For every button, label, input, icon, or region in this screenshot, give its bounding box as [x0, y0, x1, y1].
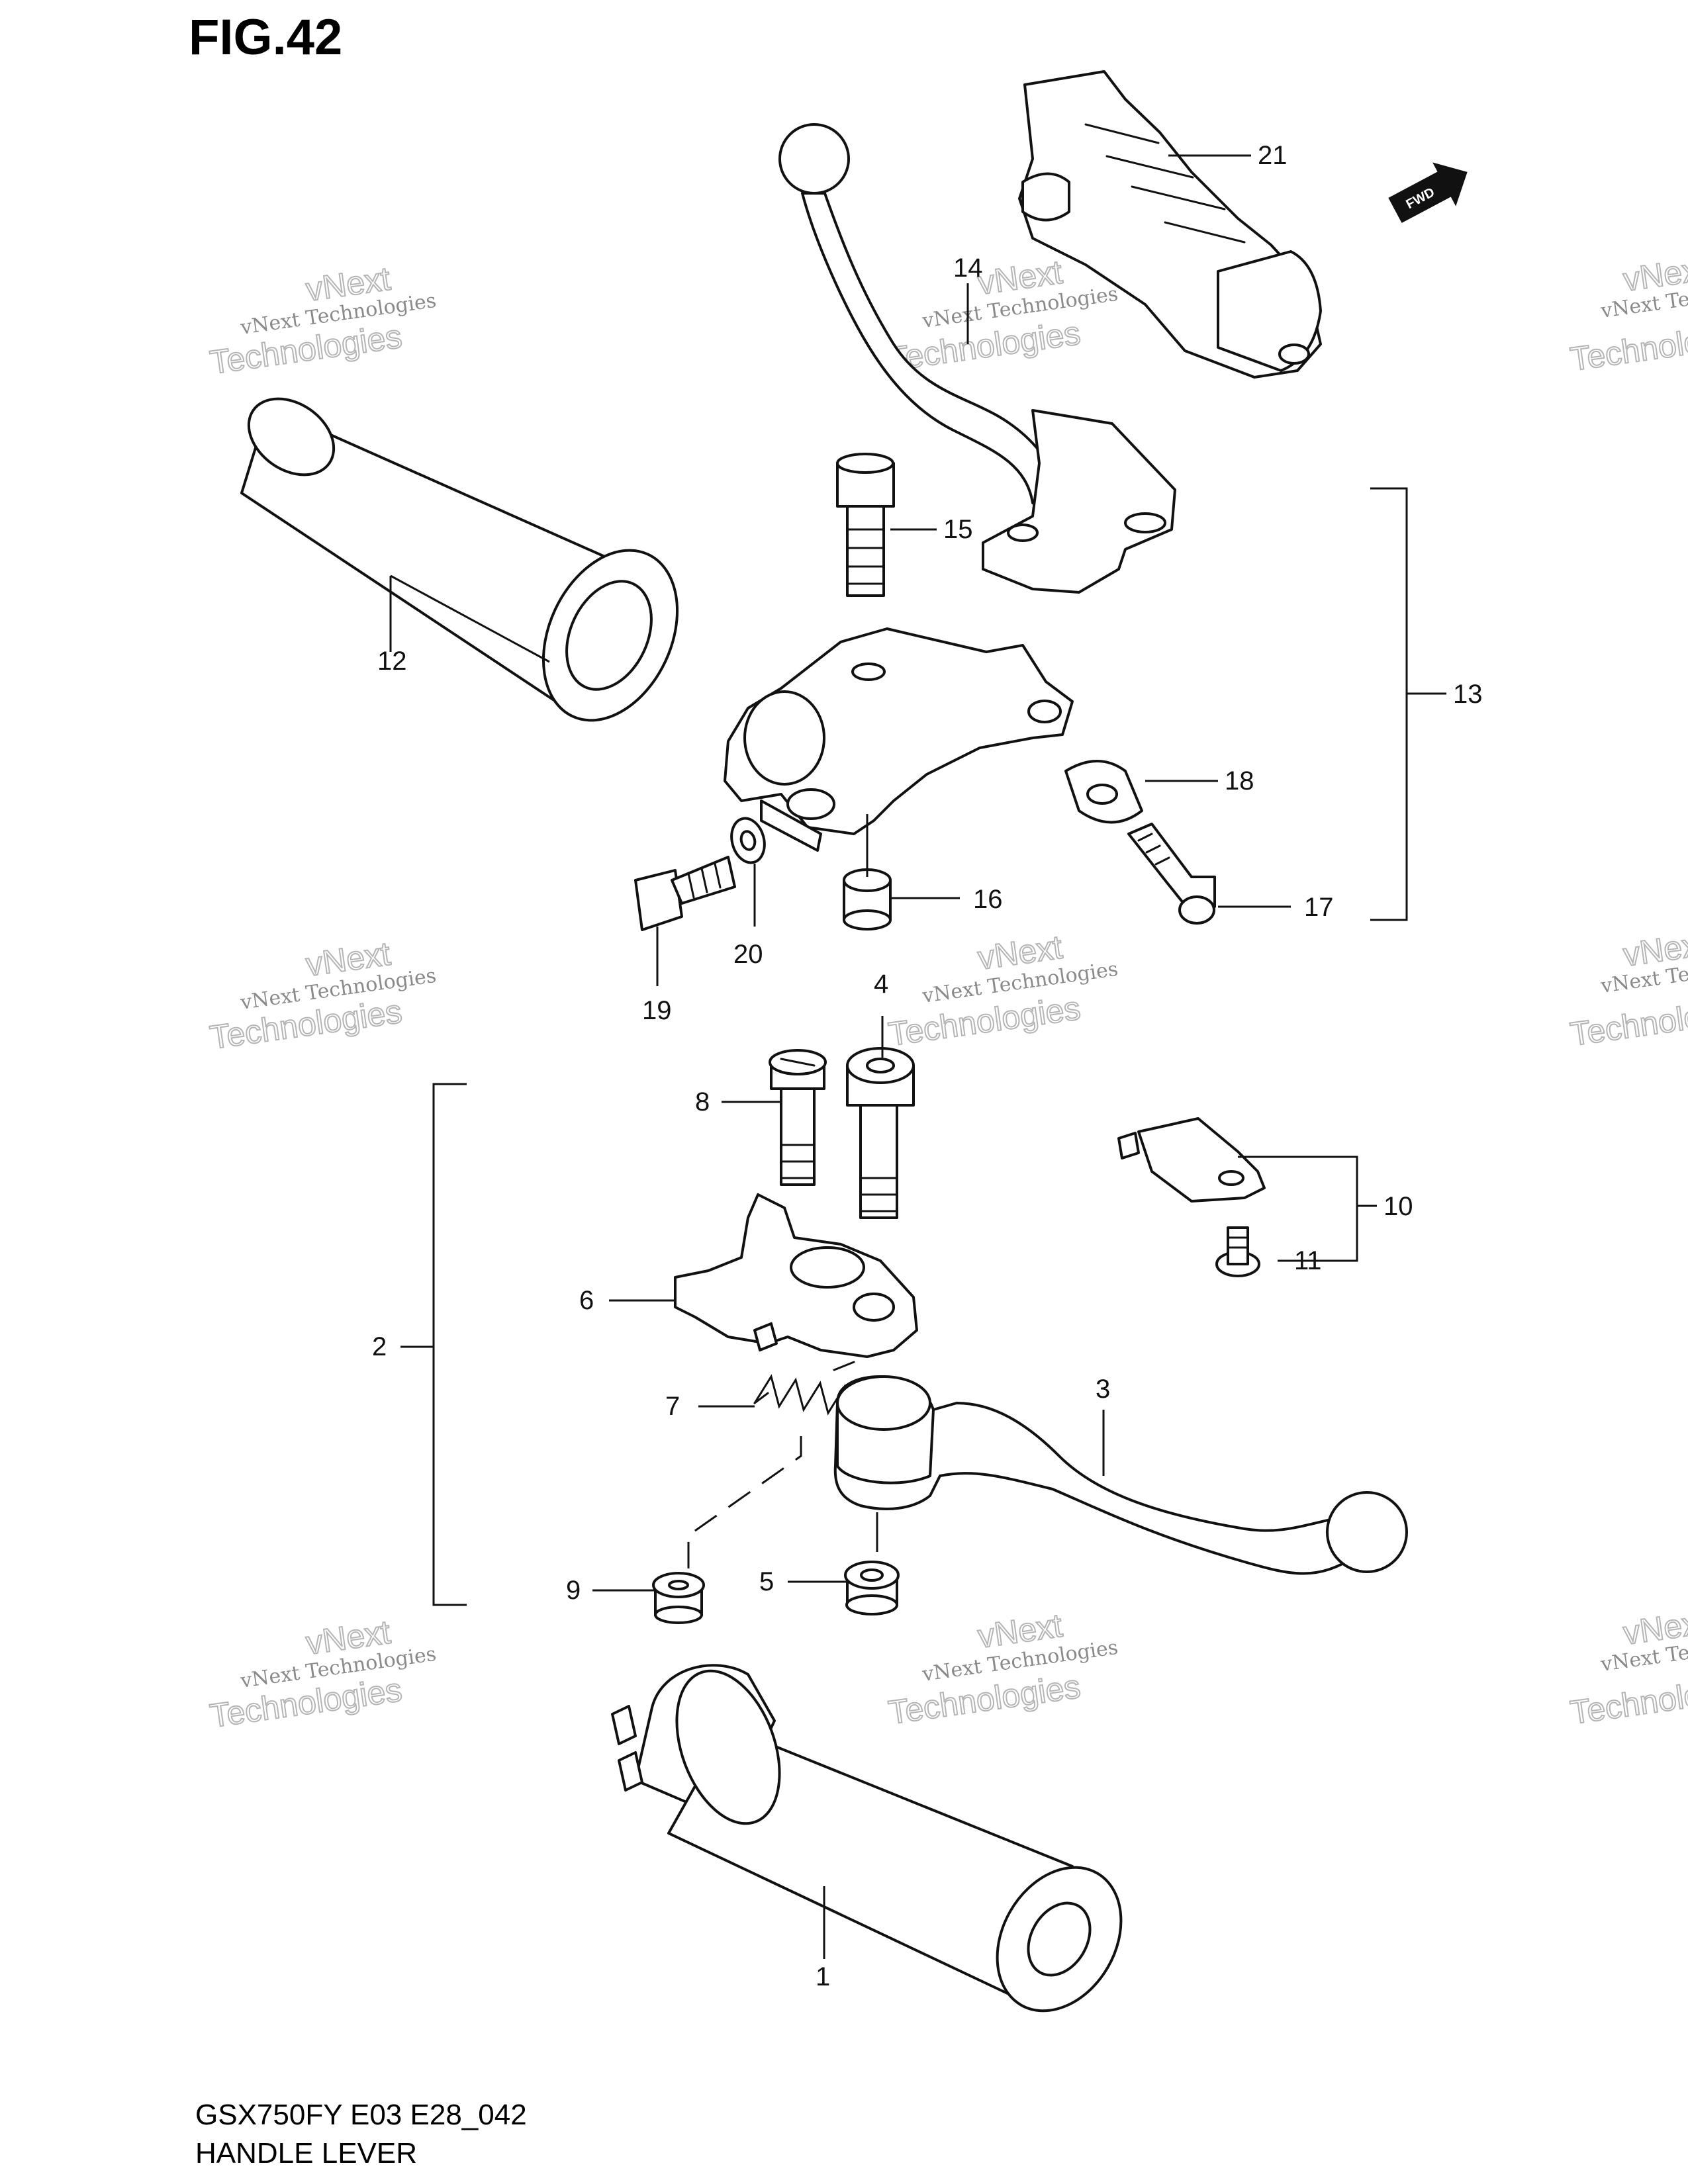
- watermark-bottom-center: vNext Technologies vNext Technologies: [886, 1606, 1119, 1732]
- callout-6: 6: [579, 1286, 594, 1315]
- watermark-top-right: vNext Technologies vNext Technologies: [1568, 250, 1688, 379]
- fwd-arrow-icon: FWD: [1388, 162, 1468, 223]
- watermark-top-center: vNext Technologies vNext Technologies: [886, 253, 1119, 379]
- figure-title: FIG.42: [189, 9, 342, 66]
- part-8-screw: [769, 1049, 827, 1186]
- svg-text:Technologies: Technologies: [1568, 1668, 1688, 1731]
- callout-20: 20: [733, 940, 763, 969]
- watermark-mid-right: vNext Technologies vNext Technologies: [1568, 925, 1688, 1054]
- leader-lines: [389, 154, 1446, 1959]
- part-4-pivot-bolt: [846, 1047, 915, 1219]
- svg-text:Technologies: Technologies: [1568, 314, 1688, 378]
- part-3-brake-lever: [833, 1375, 1408, 1575]
- part-15-pivot-bolt: [836, 453, 895, 597]
- part-20-washer: [730, 817, 766, 864]
- part-16-nut: [843, 868, 892, 931]
- watermark-top-left: vNext Technologies vNext Technologies: [207, 259, 438, 382]
- part-17-adjuster-bolt: [1127, 823, 1216, 925]
- part-10-switch: [1117, 1117, 1266, 1203]
- callout-13: 13: [1453, 680, 1483, 709]
- callout-8: 8: [695, 1087, 710, 1116]
- part-12-handle-grip: [240, 397, 679, 722]
- part-9-nut: [652, 1572, 705, 1624]
- callout-7: 7: [665, 1392, 680, 1421]
- watermark-bottom-left: vNext Technologies vNext Technologies: [207, 1613, 438, 1735]
- callout-16: 16: [973, 885, 1003, 914]
- part-19-screw: [634, 856, 736, 931]
- figure-name: HANDLE LEVER: [195, 2137, 417, 2169]
- callout-19: 19: [642, 996, 672, 1025]
- part-14-clutch-lever: [778, 123, 1176, 594]
- callout-18: 18: [1225, 766, 1254, 796]
- callout-21: 21: [1258, 141, 1288, 170]
- callout-2: 2: [372, 1332, 387, 1361]
- watermark-mid-left: vNext Technologies vNext Technologies: [207, 934, 438, 1057]
- callout-3: 3: [1096, 1375, 1110, 1404]
- part-18-adjuster-nut: [1064, 760, 1143, 824]
- part-21-lever-cover: [1018, 70, 1322, 379]
- callout-14: 14: [953, 253, 983, 283]
- part-1-throttle-grip: [611, 1664, 1123, 2013]
- part-13-lever-bracket: [724, 627, 1074, 852]
- callout-10: 10: [1383, 1192, 1413, 1221]
- callout-4: 4: [874, 970, 888, 999]
- callout-1: 1: [816, 1962, 830, 1991]
- callout-17: 17: [1304, 893, 1334, 922]
- callout-9: 9: [566, 1576, 581, 1605]
- part-6-lever-holder: [674, 1193, 918, 1358]
- watermark-mid-center: vNext Technologies vNext Technologies: [886, 928, 1119, 1054]
- callout-12: 12: [377, 647, 407, 676]
- part-5-nut: [844, 1561, 900, 1615]
- callout-labels: 21 14 15 12 13 18 16 17 20 19 4 8 10 11 …: [372, 141, 1483, 1991]
- watermark-bottom-right: vNext Technologies vNext Technologies: [1568, 1603, 1688, 1732]
- model-code: GSX750FY E03 E28_042: [195, 2099, 527, 2131]
- callout-5: 5: [759, 1567, 774, 1596]
- svg-text:Technologies: Technologies: [1568, 989, 1688, 1053]
- callout-15: 15: [943, 515, 973, 544]
- part-11-screw: [1215, 1226, 1260, 1277]
- callout-11: 11: [1294, 1246, 1322, 1275]
